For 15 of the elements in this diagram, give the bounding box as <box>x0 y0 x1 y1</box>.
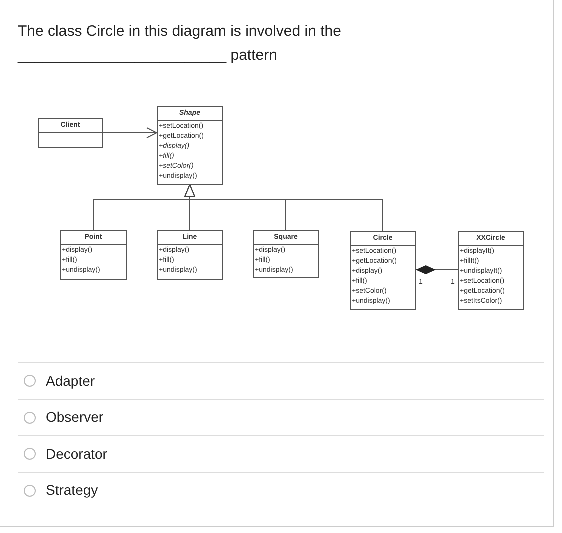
composition-line <box>416 266 458 274</box>
option-label: Decorator <box>46 444 108 464</box>
class-box <box>38 118 103 148</box>
option-label: Observer <box>46 408 104 427</box>
class-box <box>157 106 223 185</box>
class-box <box>157 230 223 280</box>
option-label: Adapter <box>46 372 96 391</box>
option-label: Strategy <box>46 481 98 500</box>
class-box <box>350 231 416 310</box>
question-text: The class Circle in this diagram is involved in the _________________________ pattern <box>18 22 342 66</box>
class-box <box>60 230 127 280</box>
class-box <box>253 230 319 278</box>
inheritance-arrow <box>184 184 384 232</box>
class-box <box>458 231 524 310</box>
association-arrow <box>102 128 158 138</box>
